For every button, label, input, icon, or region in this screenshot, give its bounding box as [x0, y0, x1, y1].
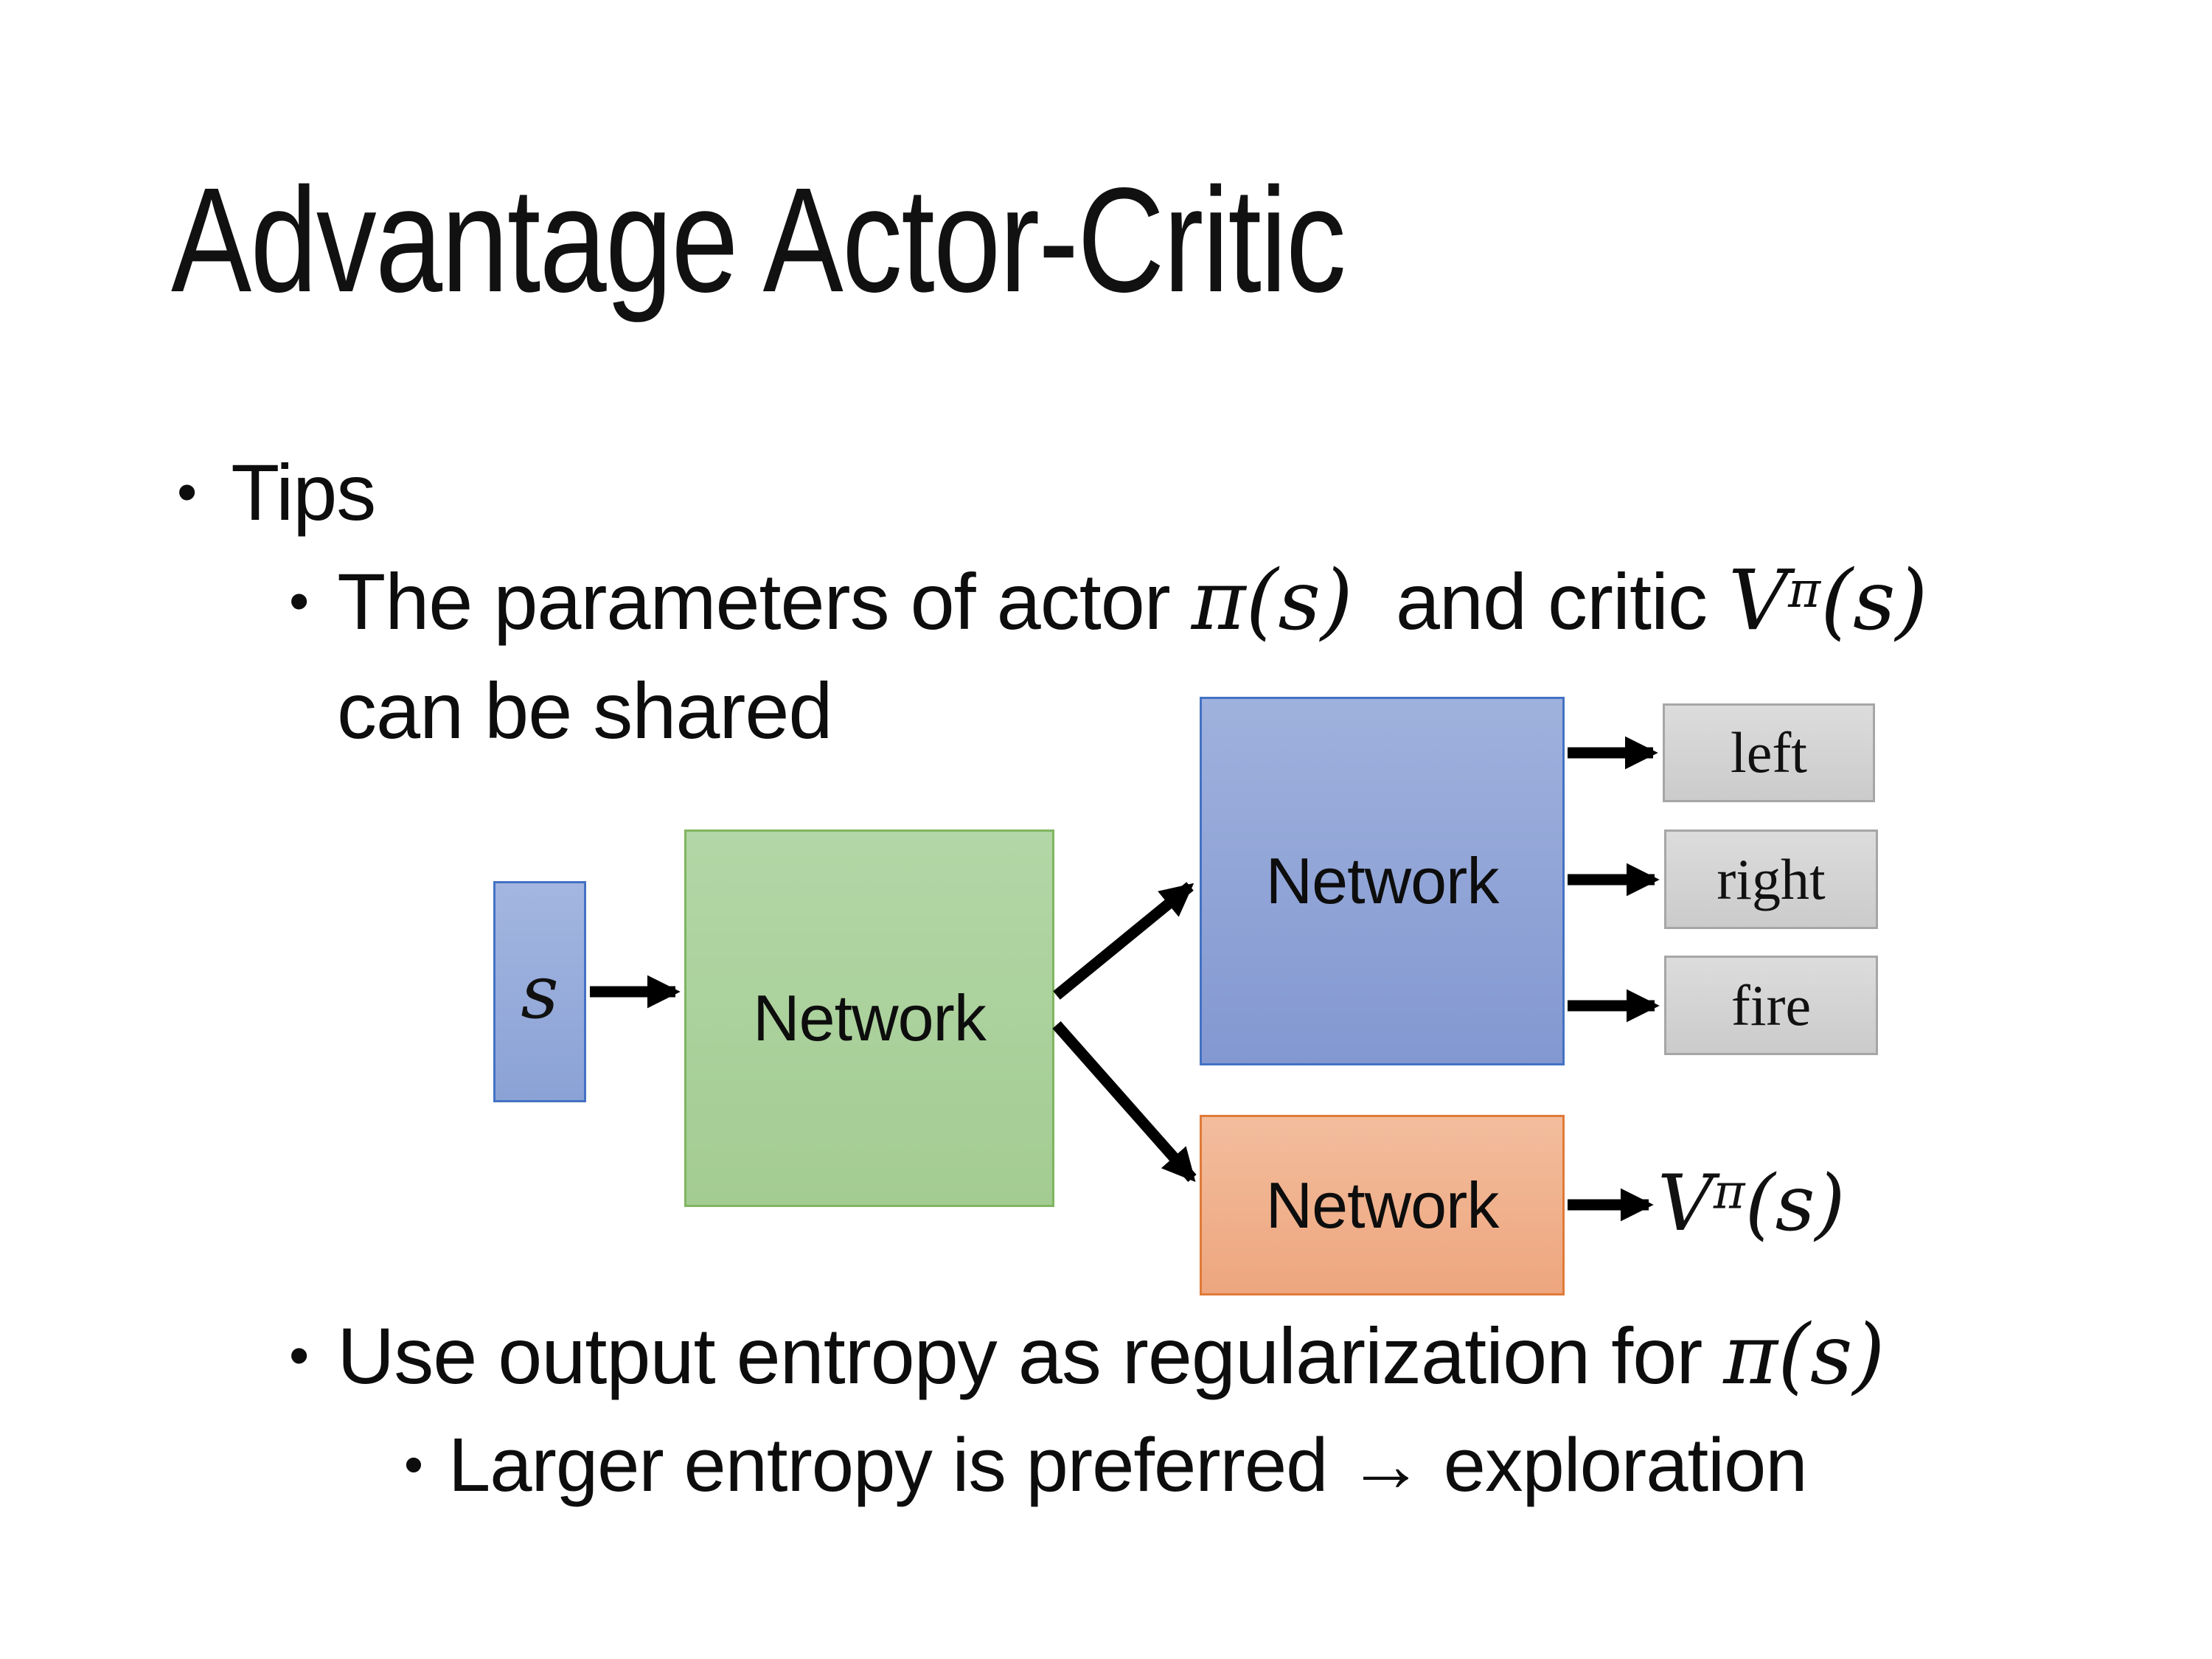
shared-network-label: Network [753, 981, 987, 1054]
action-label-left: left [1731, 720, 1807, 785]
entropy-text: Use output entropy as regularization for [337, 1311, 1724, 1400]
actor-network-label: Network [1265, 844, 1500, 917]
action-box-fire: fire [1664, 956, 1878, 1055]
slide-title: Advantage Actor-Critic [171, 156, 1346, 323]
critic-output-arg: (s) [1745, 1158, 1846, 1248]
state-label: s [521, 948, 559, 1035]
action-box-right: right [1664, 830, 1878, 929]
critic-value-arg: (s) [1820, 553, 1928, 649]
bullet-line-entropy: • Use output entropy as regularization fo… [289, 1314, 1885, 1397]
exploration-text: Larger entropy is preferred → exploratio… [448, 1422, 1808, 1507]
bullet-marker: • [177, 461, 198, 525]
bullet-marker: • [289, 570, 310, 634]
critic-network-box: Network [1200, 1115, 1565, 1295]
critic-network-label: Network [1265, 1168, 1500, 1242]
critic-value-superscript: π [1788, 560, 1821, 619]
critic-output-superscript: π [1713, 1164, 1745, 1220]
actor-network-box: Network [1200, 697, 1565, 1065]
bullet-marker: • [404, 1433, 423, 1495]
parameters-text-pre: The parameters of actor [337, 557, 1192, 646]
parameters-text-line2: can be shared [337, 666, 832, 755]
bullet-line-exploration: •Larger entropy is preferred → explorati… [404, 1427, 1808, 1503]
bullet-line-tips: •Tips [177, 453, 376, 532]
critic-value-base: V [1728, 553, 1789, 649]
action-label-fire: fire [1731, 973, 1812, 1037]
tips-label: Tips [231, 448, 376, 537]
shared-network-box: Network [684, 830, 1054, 1207]
state-input-box: s [493, 881, 586, 1102]
arrow-shared-to-critic-icon [1052, 1021, 1197, 1183]
actor-policy-math: π(s) [1191, 553, 1353, 649]
action-box-left: left [1663, 703, 1875, 802]
critic-output-math: Vπ(s) [1658, 1153, 1845, 1254]
action-label-right: right [1717, 846, 1826, 911]
entropy-policy-math: π(s) [1723, 1307, 1885, 1403]
critic-output-base: V [1658, 1158, 1714, 1248]
bullet-marker: • [289, 1324, 310, 1388]
arrow-shared-to-actor-icon [1053, 882, 1194, 1000]
parameters-text-mid: and critic [1352, 557, 1729, 646]
bullet-line-parameters: •The parameters of actor π(s) and critic… [289, 560, 1927, 642]
